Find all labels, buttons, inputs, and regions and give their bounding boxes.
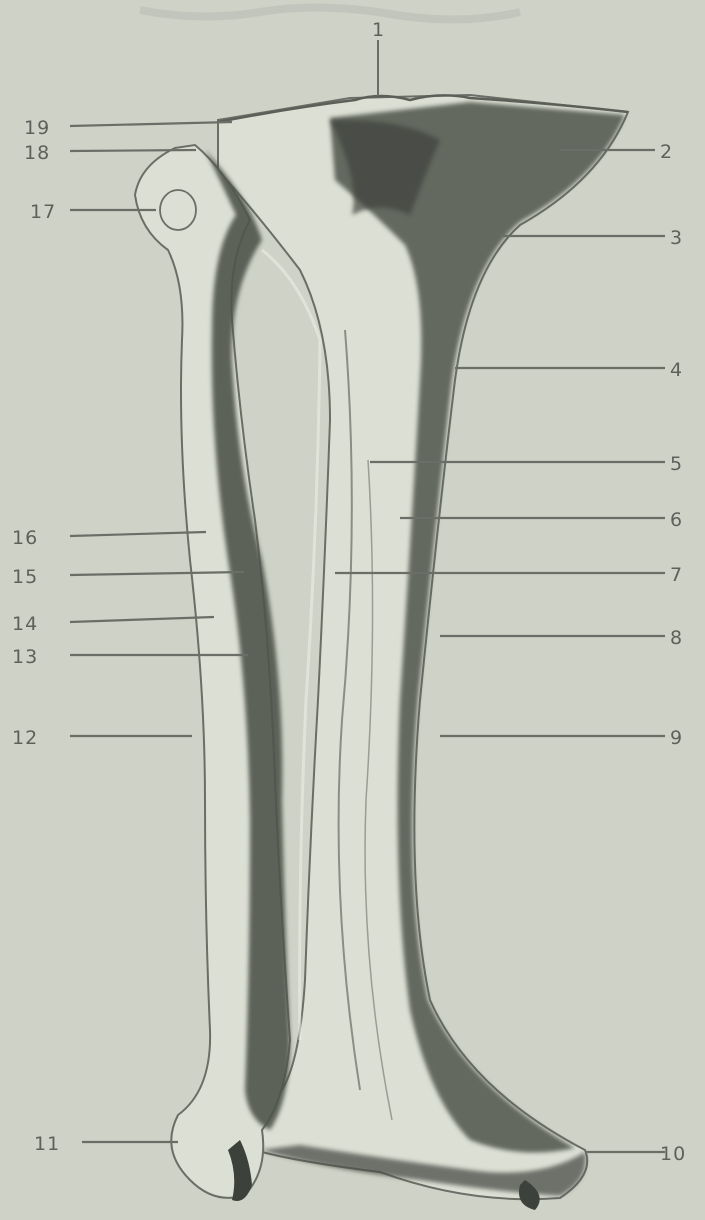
bone-illustration: 1 2 3 4 5 6 7 8 9 10 11 12 13 14 15 16 1… xyxy=(0,0,705,1220)
diagram-canvas: 1 2 3 4 5 6 7 8 9 10 11 12 13 14 15 16 1… xyxy=(0,0,705,1220)
paper-grain xyxy=(0,0,705,1220)
